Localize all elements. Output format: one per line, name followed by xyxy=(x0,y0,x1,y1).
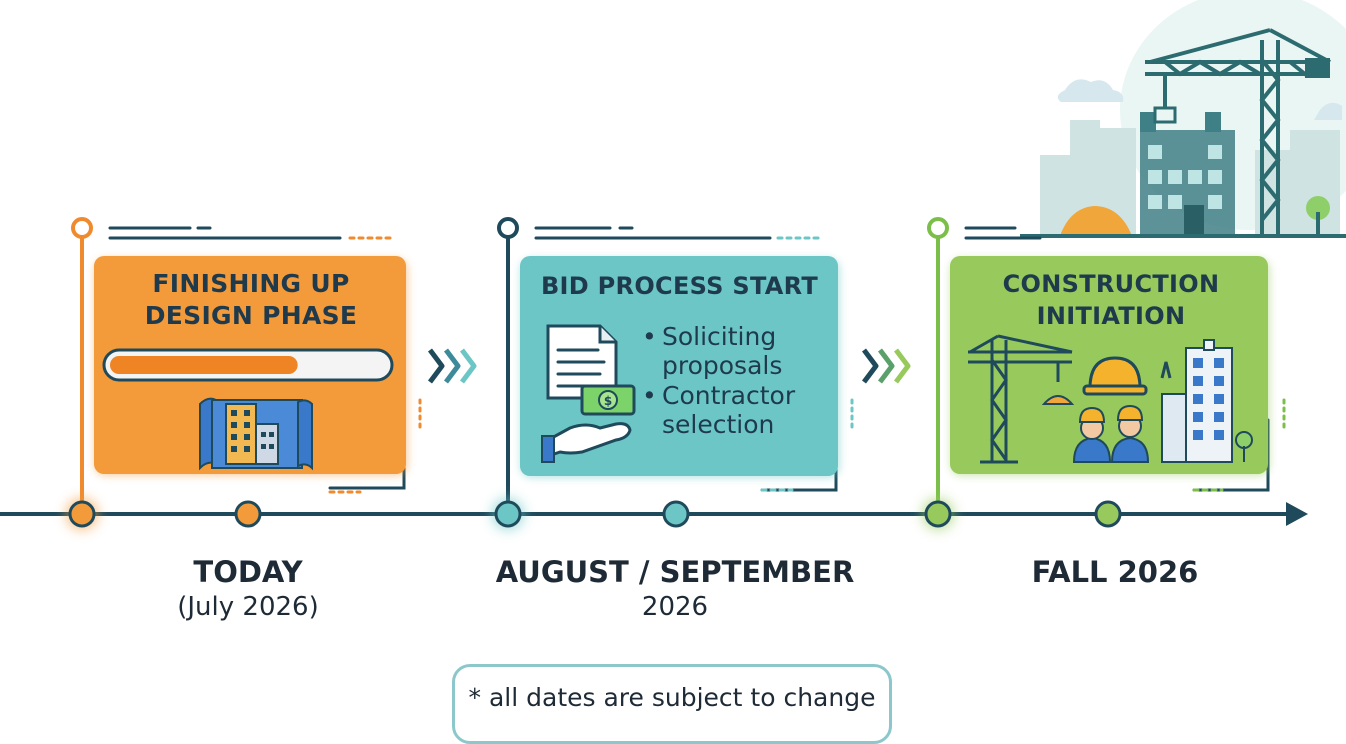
node-axis-2b xyxy=(662,500,690,528)
construction-title-line2: INITIATION xyxy=(1036,302,1186,330)
progress-fill xyxy=(110,356,298,374)
building-blueprint-icon xyxy=(199,397,313,471)
timeline-arrowhead xyxy=(1286,502,1308,526)
date-fall: FALL 2026 xyxy=(1031,555,1199,589)
skyline-crane-icon xyxy=(1020,0,1346,238)
disclaimer-note: * all dates are subject to change xyxy=(452,664,892,744)
workers-icon xyxy=(1072,404,1150,463)
node-axis-3b xyxy=(1094,500,1122,528)
bid-process-bullets: Soliciting proposals Contractor selectio… xyxy=(640,322,840,440)
construction-title: CONSTRUCTION INITIATION xyxy=(952,268,1270,332)
bullet-soliciting: Soliciting proposals xyxy=(640,322,840,380)
design-phase-title: FINISHING UP DESIGN PHASE xyxy=(96,268,406,332)
svg-text:$: $ xyxy=(604,394,612,408)
bid-process-title: BID PROCESS START xyxy=(540,272,819,300)
chevrons-2 xyxy=(862,348,911,384)
construction-title-line1: CONSTRUCTION xyxy=(1002,270,1220,298)
document-icon xyxy=(546,324,618,400)
hard-hat-icon xyxy=(1082,356,1148,396)
node-top-2 xyxy=(497,217,519,239)
node-axis-3a xyxy=(924,500,952,528)
date-aug-sep-sub: 2026 xyxy=(641,592,709,622)
node-axis-2a xyxy=(494,500,522,528)
design-phase-title-line1: FINISHING UP xyxy=(152,269,350,298)
crane-icon xyxy=(968,334,1073,464)
bullet-contractor: Contractor selection xyxy=(640,381,840,439)
chevrons-1 xyxy=(428,348,477,384)
node-top-3 xyxy=(927,217,949,239)
date-aug-sep: AUGUST / SEPTEMBER xyxy=(495,555,855,589)
date-today: TODAY xyxy=(193,555,303,589)
design-phase-title-line2: DESIGN PHASE xyxy=(144,301,358,330)
date-today-sub: (July 2026) xyxy=(177,592,319,622)
node-axis-1b xyxy=(234,500,262,528)
money-hand-icon: $ xyxy=(541,384,636,463)
node-axis-1a xyxy=(68,500,96,528)
building-icon xyxy=(1160,339,1253,463)
node-top-1 xyxy=(71,217,93,239)
